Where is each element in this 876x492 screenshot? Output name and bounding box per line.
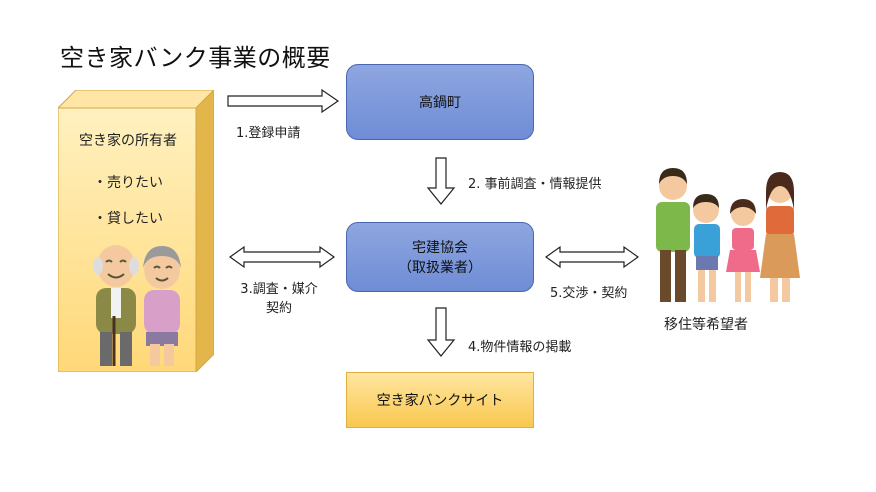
arrow-investigation-brokerage: [228, 245, 336, 269]
step-1-label: 1.登録申請: [236, 126, 301, 141]
step-4-label: 4.物件情報の掲載: [468, 340, 572, 355]
association-box: 宅建協会 （取扱業者）: [346, 222, 534, 292]
elderly-woman-figure: [143, 246, 181, 366]
mother-figure: [760, 172, 800, 302]
boy-figure: [693, 194, 720, 302]
town-label: 高鍋町: [419, 95, 461, 111]
owner-item-sell: ・売りたい: [93, 175, 163, 191]
family-illustration: [656, 168, 800, 302]
seekers-label: 移住等希望者: [664, 317, 748, 333]
elderly-man-figure: [93, 245, 139, 366]
arrow-survey-info: [426, 157, 456, 205]
step-5-label: 5.交渉・契約: [550, 286, 628, 301]
diagram-title: 空き家バンク事業の概要: [60, 44, 331, 72]
owner-box: 空き家の所有者 ・売りたい ・貸したい: [58, 90, 214, 372]
step-3-label: 3.調査・媒介 契約: [232, 278, 326, 316]
association-sublabel: （取扱業者）: [398, 260, 482, 276]
girl-figure: [726, 199, 760, 302]
arrow-register: [227, 88, 340, 114]
town-box: 高鍋町: [346, 64, 534, 140]
owner-title: 空き家の所有者: [79, 133, 177, 149]
step-3-line2: 契約: [265, 301, 292, 316]
father-figure: [656, 168, 690, 302]
elderly-couple-illustration: [93, 245, 181, 366]
arrow-listing: [426, 307, 456, 357]
step-2-label: 2. 事前調査・情報提供: [468, 177, 602, 192]
owner-box-shape: [58, 90, 214, 372]
bank-site-box: 空き家バンクサイト: [346, 372, 534, 428]
arrow-negotiation-contract: [544, 245, 640, 269]
owner-item-rent: ・貸したい: [93, 211, 163, 227]
association-label: 宅建協会: [412, 240, 468, 256]
bank-site-label: 空き家バンクサイト: [376, 393, 504, 409]
step-3-line1: 3.調査・媒介: [240, 282, 318, 297]
